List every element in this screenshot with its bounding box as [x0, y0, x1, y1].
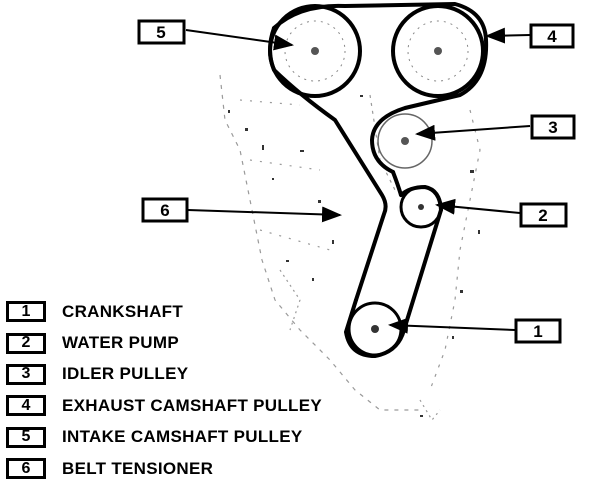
callout-3: 3 — [530, 114, 576, 140]
legend-number: 3 — [6, 363, 46, 385]
callout-2-label: 2 — [538, 206, 547, 225]
legend-label: EXHAUST CAMSHAFT PULLEY — [62, 395, 323, 415]
legend-label: IDLER PULLEY — [62, 364, 189, 384]
legend-number: 6 — [6, 458, 46, 480]
legend-item: 2 WATER PUMP — [6, 327, 386, 358]
legend-label: WATER PUMP — [62, 333, 179, 353]
legend-item: 5 INTAKE CAMSHAFT PULLEY — [6, 422, 386, 453]
engine-texture-marks — [228, 95, 480, 417]
legend-item: 3 IDLER PULLEY — [6, 359, 386, 390]
legend-number: 4 — [6, 395, 46, 417]
legend-label: CRANKSHAFT — [62, 301, 184, 321]
exhaust-camshaft-pulley — [391, 4, 485, 98]
legend-number: 2 — [6, 332, 46, 354]
idler-pulley — [377, 113, 433, 169]
callout-6-label: 6 — [160, 201, 169, 220]
legend-item: 6 BELT TENSIONER — [6, 453, 386, 484]
callout-1: 1 — [514, 318, 562, 344]
legend-item: 1 CRANKSHAFT — [6, 296, 386, 327]
callout-4-label: 4 — [547, 27, 557, 46]
timing-belt — [268, 2, 489, 358]
callout-6: 6 — [141, 197, 189, 223]
legend-number: 1 — [6, 301, 46, 323]
callout-5: 5 — [137, 19, 186, 45]
callout-2: 2 — [519, 202, 568, 228]
legend: 1 CRANKSHAFT 2 WATER PUMP 3 IDLER PULLEY… — [6, 296, 386, 484]
callout-1-label: 1 — [533, 322, 542, 341]
callout-leaders — [185, 27, 531, 334]
legend-label: INTAKE CAMSHAFT PULLEY — [62, 427, 303, 447]
callout-5-label: 5 — [156, 23, 165, 42]
legend-label: BELT TENSIONER — [62, 458, 214, 478]
callout-4: 4 — [529, 23, 575, 49]
legend-item: 4 EXHAUST CAMSHAFT PULLEY — [6, 390, 386, 421]
legend-number: 5 — [6, 426, 46, 448]
callout-3-label: 3 — [548, 118, 557, 137]
